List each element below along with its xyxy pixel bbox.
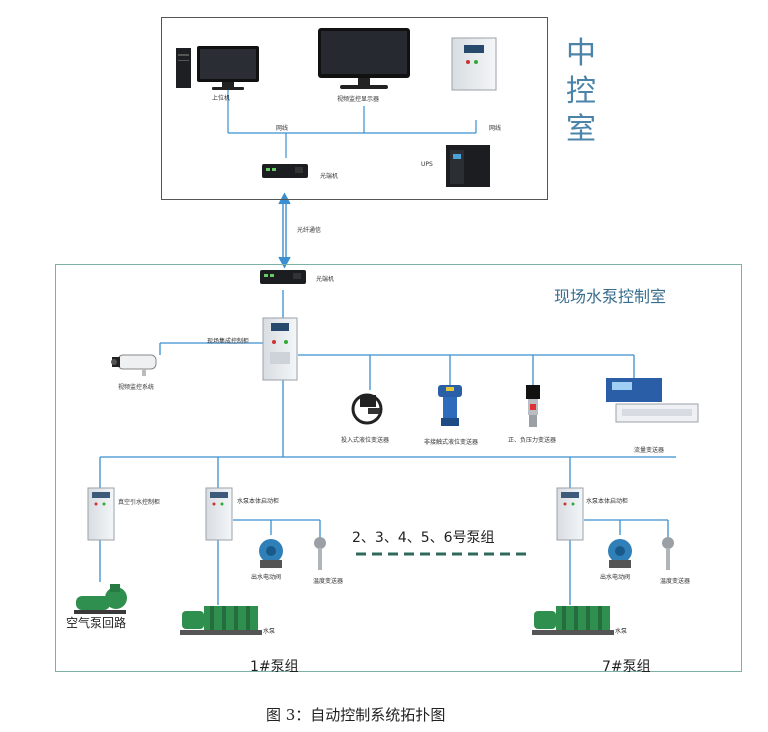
pressure-sensor-label: 正、负压力变送器 — [508, 437, 557, 444]
pressure-sensor-icon — [526, 385, 540, 427]
flow-meter-label: 流量变送器 — [634, 447, 665, 454]
control-room-frame — [161, 17, 548, 200]
pump-cabinet-7-icon — [556, 487, 584, 541]
water-pump-1-icon — [180, 606, 262, 635]
control-room-title-char-1: 中 — [566, 36, 596, 71]
temp-sensor-7-label: 温度变送器 — [660, 578, 691, 585]
air-pump-label: 空气泵回路 — [66, 616, 127, 630]
ups-icon — [446, 145, 490, 187]
control-room-network-lines — [227, 88, 477, 158]
pc-monitor-icon — [197, 46, 259, 90]
camera-icon — [111, 354, 157, 376]
site-room-title: 现场水泵控制室 — [554, 287, 667, 306]
ultrasonic-level-label: 非接触式液位变送器 — [424, 439, 479, 446]
ultrasonic-sensor-icon — [438, 385, 462, 426]
ups-label: UPS — [421, 161, 433, 168]
control-room-title-char-3: 室 — [566, 112, 596, 147]
control-box-icon — [451, 37, 497, 91]
site-optical-transceiver-label: 光端机 — [316, 276, 335, 283]
pump-7-label: 水泵 — [615, 628, 628, 635]
optical-transceiver-label: 光端机 — [320, 173, 339, 180]
site-network-lines — [99, 290, 676, 605]
pc-tower-icon — [176, 48, 191, 88]
site-room-frame — [55, 264, 742, 672]
middle-groups-label: 2、3、4、5、6号泵组 — [352, 530, 495, 546]
video-display-icon — [318, 28, 410, 89]
host-pc-label: 上位机 — [212, 95, 231, 102]
main-cabinet-label: 现场集成控制柜 — [207, 338, 250, 345]
level-sensor-icon — [351, 393, 383, 425]
camera-label: 视频监控系统 — [118, 384, 155, 391]
fiber-link-line — [278, 192, 291, 269]
vacuum-cabinet-icon — [87, 487, 115, 541]
group-7-label: 7#泵组 — [602, 659, 651, 675]
main-cabinet-icon — [262, 317, 298, 381]
temp-sensor-1-label: 温度变送器 — [313, 578, 344, 585]
figure-caption: 图 3：自动控制系统拓扑图 — [266, 706, 446, 724]
network-right-label: 网线 — [489, 125, 502, 132]
air-pump-icon — [74, 584, 127, 614]
vacuum-cabinet-label: 真空引水控制柜 — [118, 499, 161, 506]
video-display-label: 视频监控显示器 — [337, 96, 380, 103]
pump-cabinet-7-label: 水泵本体启动柜 — [586, 498, 629, 505]
electric-valve-1-icon — [259, 539, 283, 568]
valve-1-label: 出水电动阀 — [251, 574, 282, 581]
water-pump-7-icon — [532, 606, 614, 635]
network-left-label: 网线 — [276, 125, 289, 132]
flow-meter-icon — [606, 378, 699, 423]
group-1-label: 1#泵组 — [250, 659, 299, 675]
optical-transceiver-site-icon — [260, 270, 306, 284]
optical-transceiver-icon — [262, 164, 308, 178]
pump-cabinet-1-icon — [205, 487, 233, 541]
level-sensor-label: 投入式液位变送器 — [341, 437, 390, 444]
valve-7-label: 出水电动阀 — [600, 574, 631, 581]
pump-1-label: 水泵 — [263, 628, 276, 635]
control-room-title-char-2: 控 — [566, 74, 596, 109]
electric-valve-7-icon — [608, 539, 632, 568]
temp-sensor-1-icon — [314, 537, 326, 570]
pump-cabinet-1-label: 水泵本体启动柜 — [237, 498, 280, 505]
fiber-label: 光纤通信 — [297, 227, 322, 234]
temp-sensor-7-icon — [662, 537, 674, 570]
